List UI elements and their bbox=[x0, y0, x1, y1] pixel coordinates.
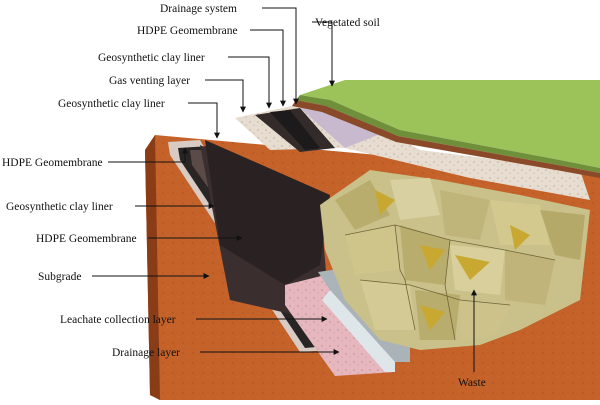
leader-vegetated-soil bbox=[312, 21, 335, 87]
leader-gcl-top bbox=[228, 56, 272, 109]
label-leachate: Leachate collection layer bbox=[60, 314, 176, 326]
leader-hdpe-side bbox=[108, 147, 188, 163]
cover-system bbox=[235, 98, 590, 200]
label-hdpe-inner: HDPE Geomembrane bbox=[36, 233, 137, 245]
label-gcl-top: Geosynthetic clay liner bbox=[98, 52, 205, 64]
label-gcl-side: Geosynthetic clay liner bbox=[6, 201, 113, 213]
leader-lines bbox=[92, 7, 477, 372]
waste-mass bbox=[320, 170, 590, 350]
label-gcl-mid: Geosynthetic clay liner bbox=[58, 98, 165, 110]
label-vegetated-soil: Vegetated soil bbox=[315, 17, 380, 29]
label-drainage-layer: Drainage layer bbox=[112, 347, 180, 359]
leader-drainage-system bbox=[262, 7, 299, 105]
labels: Drainage system HDPE Geomembrane Geosynt… bbox=[2, 3, 486, 389]
label-gas-venting: Gas venting layer bbox=[109, 75, 190, 87]
leader-gcl-mid bbox=[188, 102, 220, 139]
label-drainage-system: Drainage system bbox=[160, 3, 237, 15]
label-hdpe-top: HDPE Geomembrane bbox=[137, 25, 238, 37]
vegetated-soil-layer bbox=[292, 80, 600, 178]
label-subgrade: Subgrade bbox=[38, 271, 81, 283]
leader-gas-venting bbox=[205, 79, 246, 113]
leader-hdpe-top bbox=[250, 29, 286, 107]
label-waste: Waste bbox=[458, 377, 486, 389]
hdpe-slope bbox=[205, 140, 330, 285]
label-hdpe-side: HDPE Geomembrane bbox=[2, 157, 103, 169]
